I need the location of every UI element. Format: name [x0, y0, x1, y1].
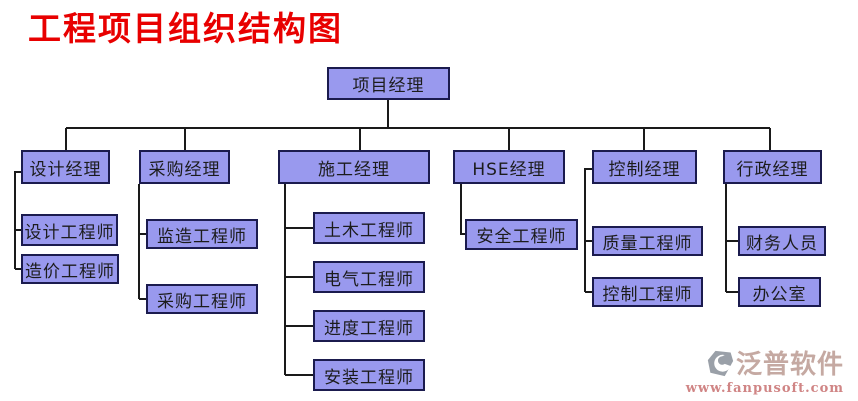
org-node-procurement-engineer: 采购工程师 — [146, 284, 258, 314]
org-node-installation-engineer: 安装工程师 — [313, 359, 425, 391]
org-node-supervision-engineer: 监造工程师 — [146, 219, 258, 249]
org-node-project-manager: 项目经理 — [327, 67, 450, 100]
org-node-construction-manager: 施工经理 — [278, 150, 430, 184]
org-node-cost-engineer: 造价工程师 — [21, 254, 119, 284]
page-title: 工程项目组织结构图 — [28, 9, 343, 48]
fanpu-logo-icon — [707, 350, 734, 380]
org-node-schedule-engineer: 进度工程师 — [313, 310, 425, 342]
org-node-civil-engineer: 土木工程师 — [313, 212, 425, 244]
org-node-control-engineer: 控制工程师 — [592, 277, 703, 307]
org-node-office: 办公室 — [738, 277, 821, 307]
org-node-electrical-engineer: 电气工程师 — [313, 261, 425, 293]
org-node-quality-engineer: 质量工程师 — [592, 226, 703, 256]
org-node-finance-staff: 财务人员 — [738, 226, 826, 256]
org-node-admin-manager: 行政经理 — [723, 150, 822, 184]
org-node-control-manager: 控制经理 — [592, 150, 697, 184]
org-node-hse-manager: HSE经理 — [453, 150, 565, 184]
watermark: 泛普软件 www.fanpusoft.com — [686, 350, 844, 395]
org-node-procurement-manager: 采购经理 — [139, 150, 230, 184]
org-node-safety-engineer: 安全工程师 — [465, 219, 578, 250]
watermark-brand: 泛普软件 — [735, 350, 844, 380]
org-node-design-engineer: 设计工程师 — [21, 214, 118, 246]
org-node-design-manager: 设计经理 — [21, 150, 110, 184]
watermark-url: www.fanpusoft.com — [685, 381, 844, 396]
